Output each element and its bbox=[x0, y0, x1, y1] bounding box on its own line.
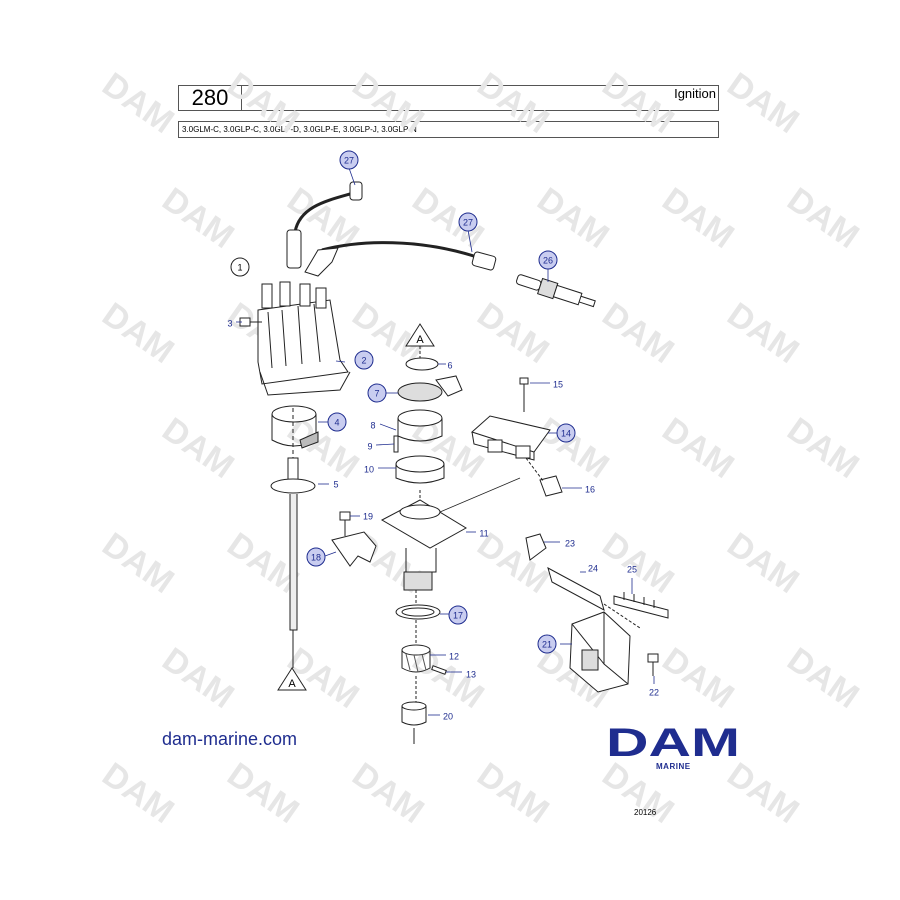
lead-boot-angled bbox=[304, 247, 339, 277]
figure-code: 20126 bbox=[634, 808, 657, 817]
callout-label: 24 bbox=[588, 564, 598, 574]
pickup-coil bbox=[395, 455, 445, 484]
callout-label: 27 bbox=[344, 156, 354, 166]
callout-label: 17 bbox=[453, 611, 463, 621]
callout-label: 18 bbox=[311, 553, 321, 563]
callout-14: 14 bbox=[556, 423, 576, 443]
lead-boot-lower bbox=[471, 251, 497, 271]
callout-22: 22 bbox=[649, 688, 659, 698]
callout-24: 24 bbox=[588, 564, 598, 574]
website-link[interactable]: dam-marine.com bbox=[162, 729, 298, 749]
callout-label: 20 bbox=[443, 712, 453, 722]
callout-2: 2 bbox=[354, 350, 374, 370]
callout-label: 8 bbox=[370, 421, 375, 431]
coil-bracket bbox=[547, 566, 605, 612]
coil-screw bbox=[647, 653, 659, 676]
lead-terminal-left bbox=[286, 229, 302, 269]
callout-label: 19 bbox=[363, 512, 373, 522]
callout-label: 4 bbox=[334, 418, 339, 428]
callout-label: 12 bbox=[449, 652, 459, 662]
callout-25: 25 bbox=[627, 565, 637, 575]
drive-gear bbox=[401, 644, 431, 673]
callout-label: 22 bbox=[649, 688, 659, 698]
pole-piece bbox=[397, 375, 463, 402]
callout-21: 21 bbox=[537, 634, 557, 654]
spark-plug bbox=[516, 274, 596, 308]
callout-5: 5 bbox=[333, 480, 338, 490]
callout-18: 18 bbox=[306, 547, 326, 567]
callout-label: 9 bbox=[367, 442, 372, 452]
callout-label: 14 bbox=[561, 429, 571, 439]
reference-label: A bbox=[288, 678, 296, 690]
distributor-housing bbox=[380, 477, 521, 591]
callout-12: 12 bbox=[449, 652, 459, 662]
part-illustrations bbox=[239, 181, 669, 744]
callout-23: 23 bbox=[565, 539, 575, 549]
reference-label: A bbox=[416, 334, 424, 346]
callout-3: 3 bbox=[227, 319, 232, 329]
callout-15: 15 bbox=[553, 380, 563, 390]
terminal-strip bbox=[613, 592, 669, 619]
leader-lines bbox=[236, 167, 655, 716]
callout-label: 7 bbox=[374, 389, 379, 399]
o-ring bbox=[395, 604, 441, 620]
model-list: 3.0GLM-C, 3.0GLP-C, 3.0GLP-D, 3.0GLP-E, … bbox=[178, 121, 719, 138]
callout-label: 1 bbox=[237, 263, 242, 273]
callout-10: 10 bbox=[364, 465, 374, 475]
callout-26: 26 bbox=[538, 250, 558, 270]
reference-mark-upper: A bbox=[405, 323, 435, 347]
bushing bbox=[401, 701, 427, 744]
page-header: 280 Ignition bbox=[178, 85, 719, 111]
lead-boot-upper bbox=[349, 181, 363, 201]
reference-mark-lower: A bbox=[277, 667, 307, 691]
callout-27: 27 bbox=[339, 150, 359, 170]
callout-label: 2 bbox=[361, 356, 366, 366]
callout-label: 16 bbox=[585, 485, 595, 495]
rotor bbox=[271, 405, 319, 449]
callout-label: 3 bbox=[227, 319, 232, 329]
callout-19: 19 bbox=[363, 512, 373, 522]
clamp bbox=[525, 533, 547, 561]
callout-label: 26 bbox=[543, 256, 553, 266]
callout-1: 1 bbox=[230, 257, 250, 277]
section-title: Ignition bbox=[674, 86, 716, 101]
ht-lead-lower bbox=[321, 241, 481, 260]
callout-8: 8 bbox=[370, 421, 375, 431]
roll-pin bbox=[431, 665, 447, 675]
callout-label: 21 bbox=[542, 640, 552, 650]
logo-subtext: MARINE bbox=[656, 762, 691, 771]
ignition-module bbox=[471, 415, 551, 461]
bracket bbox=[331, 531, 377, 567]
ignition-coil bbox=[569, 611, 631, 693]
callout-20: 20 bbox=[443, 712, 453, 722]
callout-label: 27 bbox=[463, 218, 473, 228]
distributor-shaft bbox=[270, 408, 316, 668]
callout-6: 6 bbox=[447, 361, 452, 371]
callout-13: 13 bbox=[466, 670, 476, 680]
callout-4: 4 bbox=[327, 412, 347, 432]
callout-label: 25 bbox=[627, 565, 637, 575]
callout-9: 9 bbox=[367, 442, 372, 452]
callout-7: 7 bbox=[367, 383, 387, 403]
callout-label: 10 bbox=[364, 465, 374, 475]
callout-17: 17 bbox=[448, 605, 468, 625]
module-screw bbox=[519, 377, 529, 412]
callout-label: 23 bbox=[565, 539, 575, 549]
grease-pack bbox=[539, 475, 563, 497]
callout-11: 11 bbox=[479, 529, 488, 539]
logo-wordmark: DAM bbox=[606, 721, 740, 765]
callout-label: 11 bbox=[479, 529, 488, 539]
page-number: 280 bbox=[179, 86, 242, 110]
callout-label: 13 bbox=[466, 670, 476, 680]
callout-label: 15 bbox=[553, 380, 563, 390]
callout-label: 6 bbox=[447, 361, 452, 371]
distributor-cap bbox=[257, 281, 351, 396]
callout-16: 16 bbox=[585, 485, 595, 495]
callout-label: 5 bbox=[333, 480, 338, 490]
callout-27: 27 bbox=[458, 212, 478, 232]
